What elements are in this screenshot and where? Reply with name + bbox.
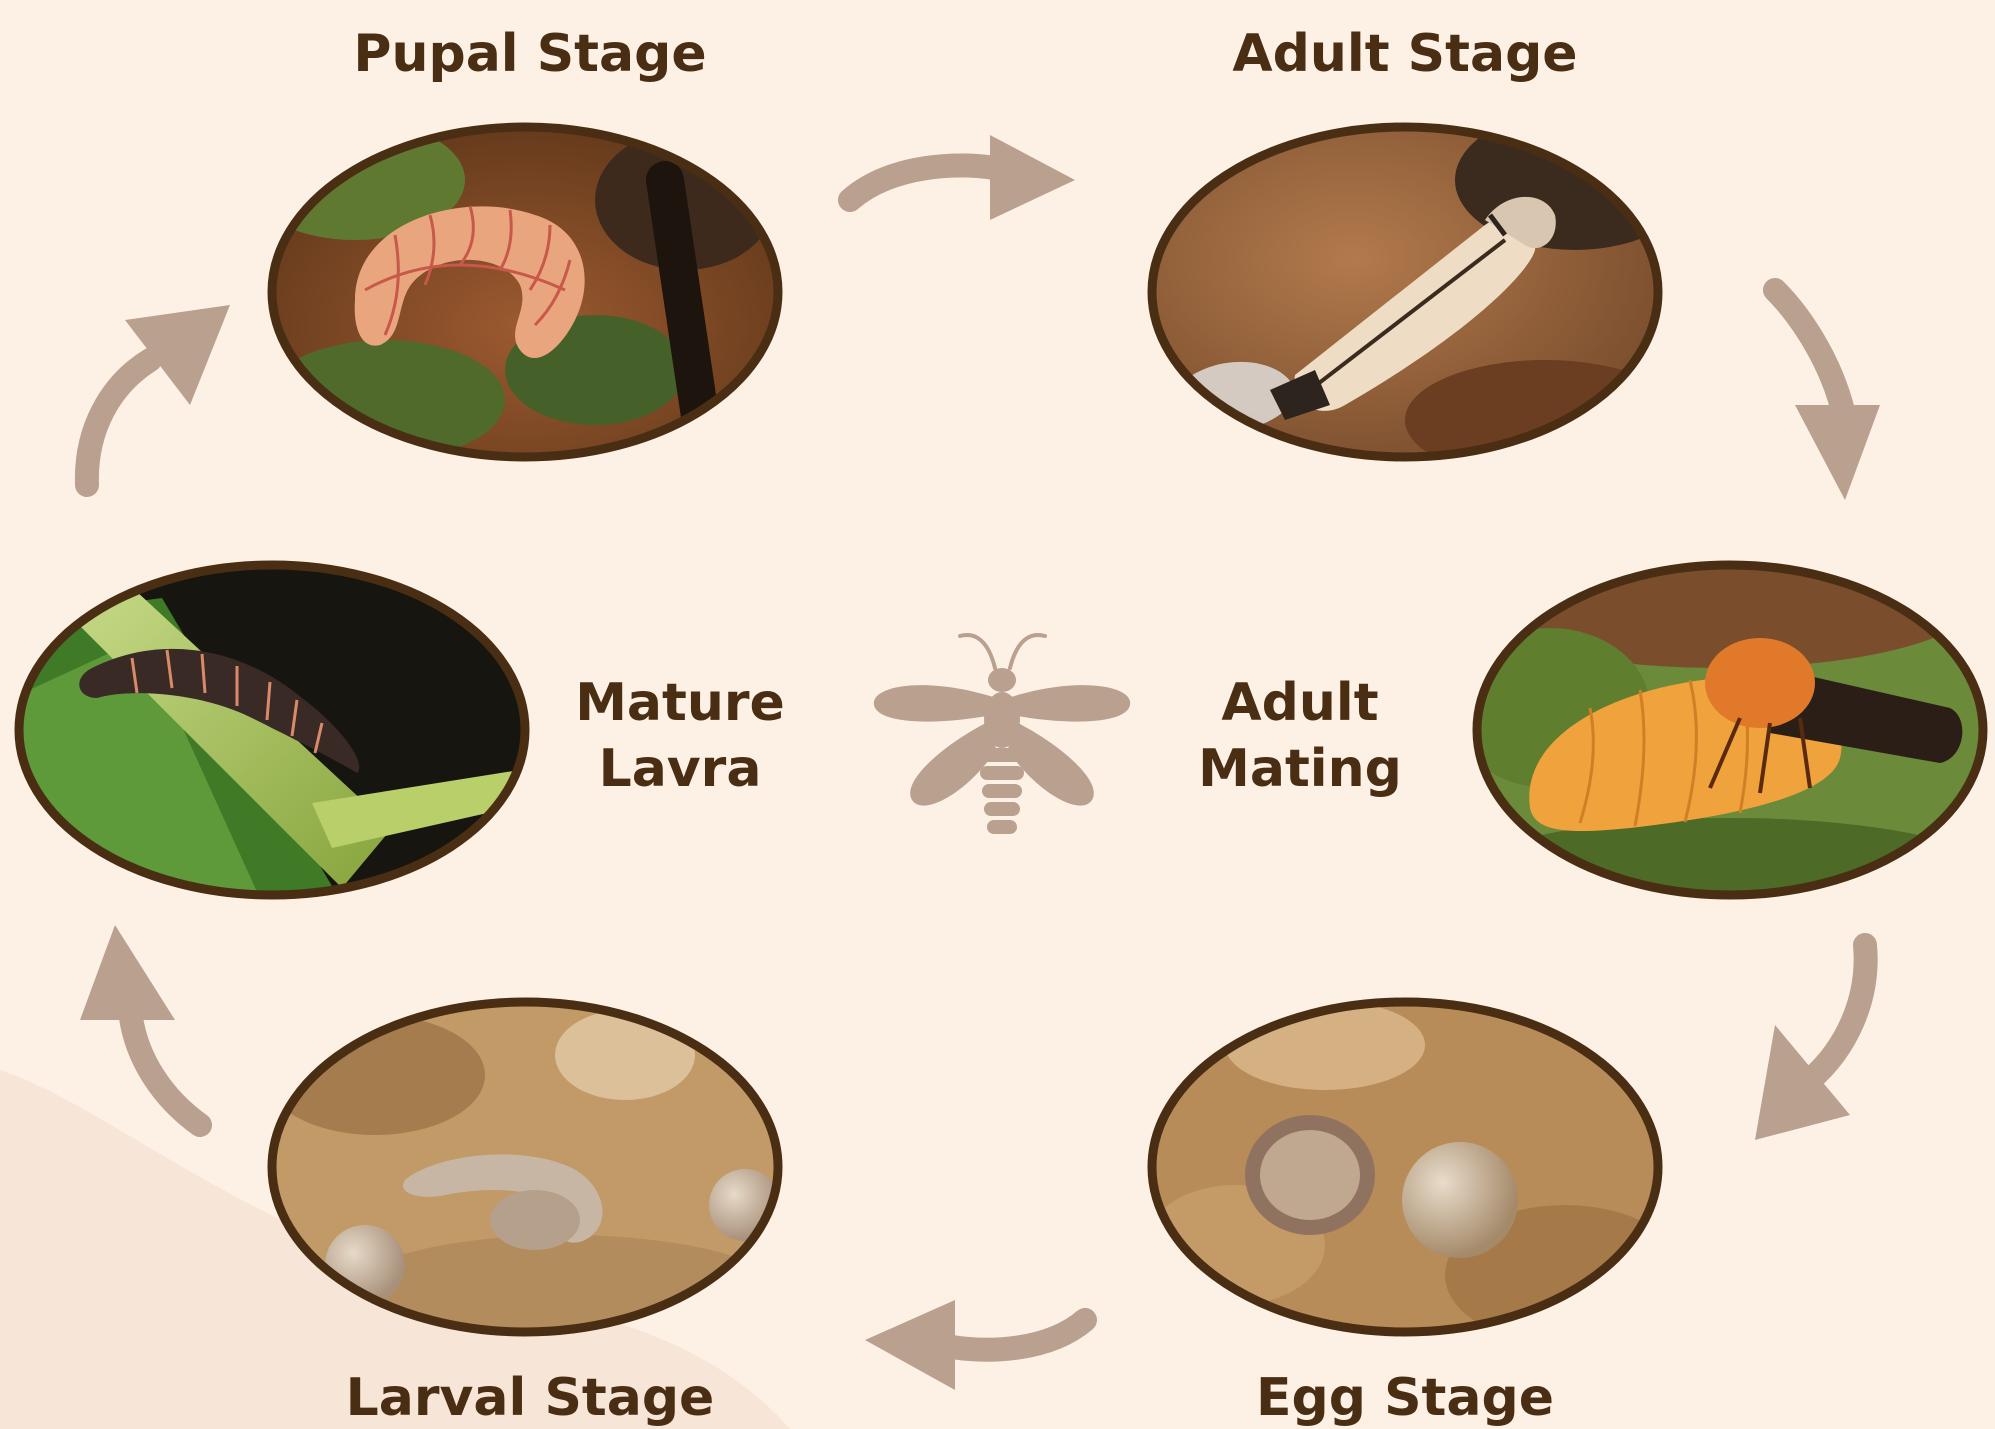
label-adult-stage: Adult Stage — [1215, 28, 1595, 80]
label-adult-mating-line-2: Mating — [1170, 736, 1430, 802]
label-adult-mating-line-1: Adult — [1170, 670, 1430, 736]
photo-egg-stage — [1145, 995, 1665, 1340]
photo-larval-stage — [265, 995, 785, 1340]
label-mature-larva-line-1: Mature — [560, 670, 800, 736]
photo-adult-stage — [1145, 120, 1665, 465]
photo-mature-larva — [12, 558, 532, 903]
arrow-adult-to-mating — [1750, 270, 1890, 510]
label-pupal-stage: Pupal Stage — [340, 28, 720, 80]
label-larval-stage: Larval Stage — [325, 1372, 735, 1424]
label-adult-mating: Adult Mating — [1170, 670, 1430, 802]
arrow-pupal-to-adult — [830, 125, 1080, 235]
arrow-egg-to-larval — [860, 1290, 1100, 1400]
arrow-mating-to-egg — [1755, 930, 1895, 1145]
photo-pupal-stage — [265, 120, 785, 465]
arrow-mature-larva-to-pupal — [65, 300, 240, 500]
label-egg-stage: Egg Stage — [1240, 1372, 1570, 1424]
label-mature-larva: Mature Lavra — [560, 670, 800, 802]
label-mature-larva-line-2: Lavra — [560, 736, 800, 802]
firefly-icon — [870, 620, 1135, 860]
arrow-larval-to-mature-larva — [75, 920, 225, 1140]
photo-adult-mating — [1470, 558, 1990, 903]
